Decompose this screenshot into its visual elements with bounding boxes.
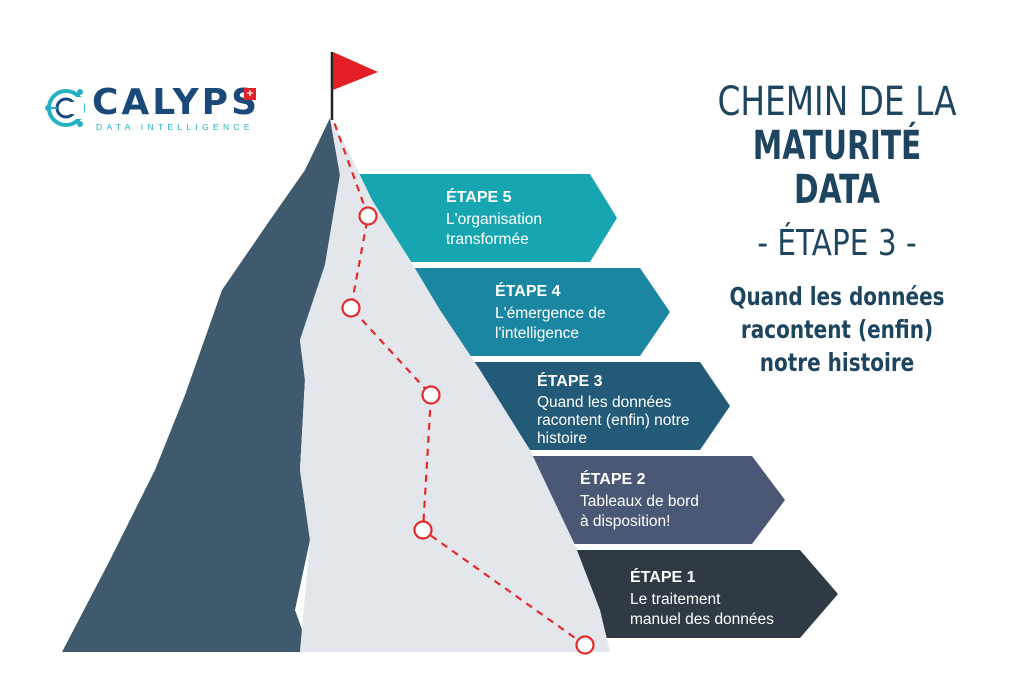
- step-1-title: ÉTAPE 1: [630, 569, 696, 586]
- title-line-1: CHEMIN DE LA: [717, 79, 957, 125]
- step-1-arrow: [540, 550, 838, 638]
- step-5-line: transformée: [446, 231, 529, 248]
- waypoint-step-2: [413, 520, 433, 540]
- step-4-line: l'intelligence: [495, 325, 579, 342]
- step-5-label: ÉTAPE 5 L'organisation transformée: [446, 188, 542, 250]
- calyps-circuit-logo-icon: [45, 89, 85, 127]
- subtitle-line: notre histoire: [759, 348, 915, 377]
- step-5-title: ÉTAPE 5: [446, 189, 512, 206]
- stage-subtitle: Quand les données racontent (enfin) notr…: [705, 280, 969, 379]
- waypoint-step-5: [358, 206, 378, 226]
- step-2-line: Tableaux de bord: [580, 493, 699, 510]
- step-5-arrow: [340, 174, 617, 262]
- step-5-line: L'organisation: [446, 211, 543, 228]
- path-waypoints: [341, 206, 595, 655]
- step-3-line: Quand les données: [537, 394, 672, 411]
- step-2-line: à disposition!: [580, 513, 671, 530]
- step-2-title: ÉTAPE 2: [580, 471, 646, 488]
- logo-wordmark: CALYPS: [92, 82, 260, 123]
- title-block: CHEMIN DE LA MATURITÉ DATA - ÉTAPE 3 - Q…: [672, 80, 1002, 379]
- logo-tagline: DATA INTELLIGENCE: [96, 122, 254, 132]
- red-flag-icon: [333, 52, 378, 90]
- mountain-dark-face: [62, 118, 340, 652]
- step-3-line: histoire: [537, 430, 587, 447]
- waypoint-step-4: [341, 298, 361, 318]
- step-4-arrow: [395, 268, 670, 356]
- step-2-label: ÉTAPE 2 Tableaux de bord à disposition!: [580, 470, 699, 532]
- subtitle-line: racontent (enfin): [740, 315, 934, 344]
- step-4-line: L'émergence de: [495, 305, 606, 322]
- title-line-2: MATURITÉ DATA: [752, 123, 922, 213]
- waypoint-step-1: [575, 635, 595, 655]
- step-1-line: Le traitement: [630, 591, 721, 608]
- waypoint-step-3: [421, 385, 441, 405]
- subtitle-line: Quand les données: [729, 282, 945, 311]
- step-3-line: racontent (enfin) notre: [537, 412, 690, 429]
- step-1-line: manuel des données: [630, 611, 774, 628]
- mountain-light-face-overlay: [300, 118, 610, 652]
- step-4-label: ÉTAPE 4 L'émergence de l'intelligence: [495, 282, 606, 344]
- swiss-cross-icon: +: [244, 88, 256, 100]
- step-3-title: ÉTAPE 3: [537, 373, 603, 390]
- step-4-title: ÉTAPE 4: [495, 283, 561, 300]
- stage-heading: - ÉTAPE 3 -: [757, 223, 917, 264]
- ascent-path: [332, 121, 586, 646]
- step-3-label: ÉTAPE 3 Quand les données racontent (enf…: [537, 372, 690, 448]
- step-1-label: ÉTAPE 1 Le traitement manuel des données: [630, 568, 774, 630]
- calyps-logo: CALYPS + DATA INTELLIGENCE: [40, 78, 270, 138]
